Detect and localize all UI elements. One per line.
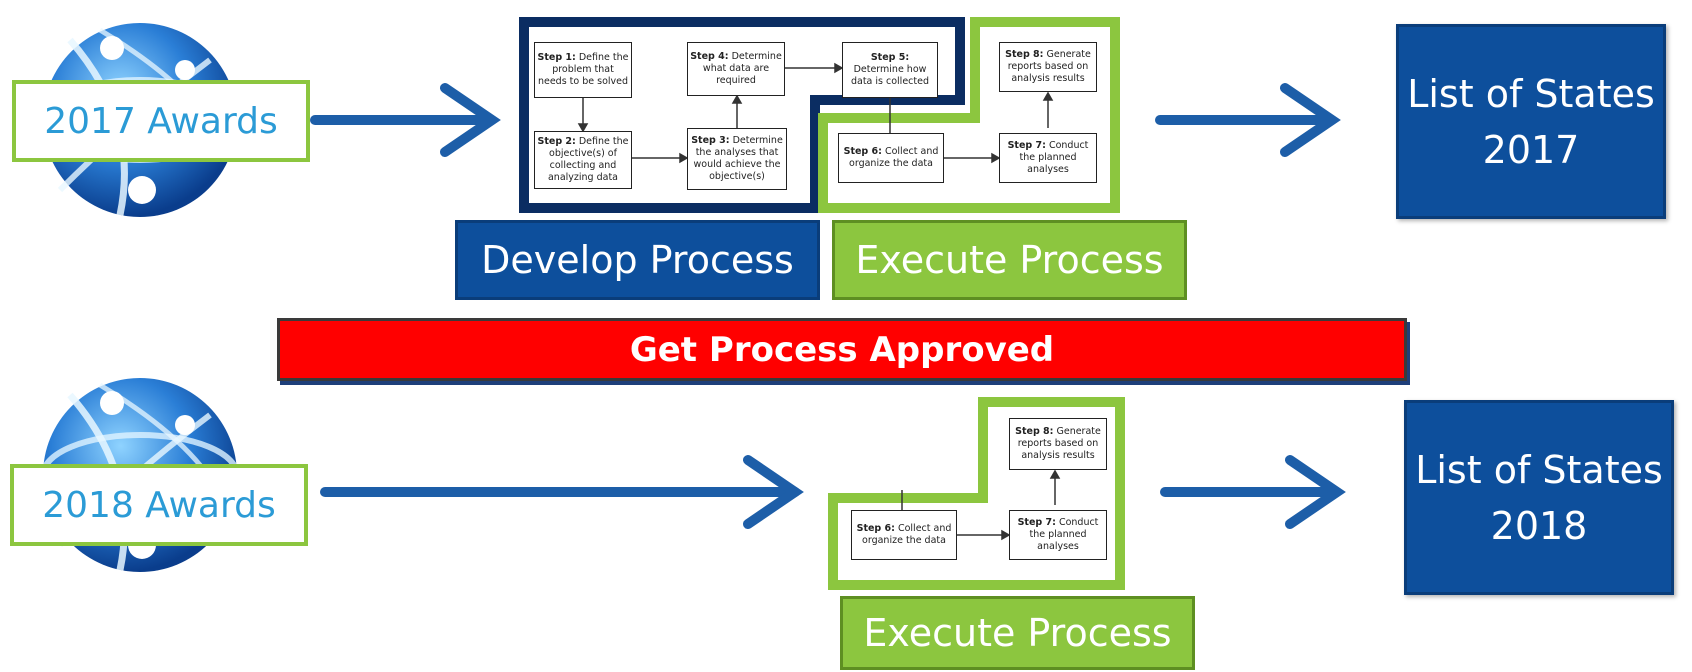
step-4-number: Step 4: bbox=[690, 51, 729, 62]
step-6-number: Step 6: bbox=[856, 523, 895, 534]
step-5-text: Determine how data is collected bbox=[850, 64, 929, 87]
states-2018-year: 2018 bbox=[1490, 503, 1588, 548]
execute-process-2018-text: Execute Process bbox=[863, 611, 1172, 655]
award-2018-label: 2018 Awards bbox=[42, 484, 276, 526]
flow-lines-2018 bbox=[901, 469, 1061, 541]
step-2-box: Step 2: Define the objective(s) of colle… bbox=[534, 131, 632, 189]
step-5-number: Step 5: bbox=[870, 52, 910, 63]
award-2017-label: 2017 Awards bbox=[44, 100, 278, 142]
execute-process-2017-text: Execute Process bbox=[855, 238, 1164, 282]
step-4-text: Determine what data are required bbox=[702, 51, 782, 86]
step-6-text: Collect and organize the data bbox=[862, 523, 952, 546]
arrow-right-icon bbox=[320, 455, 804, 529]
get-process-approved-banner: Get Process Approved bbox=[277, 318, 1407, 381]
step-4-box: Step 4: Determine what data are required bbox=[687, 42, 785, 96]
arrow-right-icon bbox=[1155, 83, 1341, 157]
get-process-approved-text: Get Process Approved bbox=[629, 329, 1055, 370]
step-7-text: Conduct the planned analyses bbox=[1029, 517, 1099, 552]
step-6-number: Step 6: bbox=[843, 146, 882, 157]
arrow-right-icon bbox=[1160, 455, 1346, 529]
step-3-box: Step 3: Determine the analyses that woul… bbox=[687, 128, 787, 190]
step-1-number: Step 1: bbox=[537, 52, 576, 63]
step-8-text: Generate reports based on analysis resul… bbox=[1017, 426, 1101, 461]
award-2017-box: 2017 Awards bbox=[12, 80, 310, 162]
step-6-text: Collect and organize the data bbox=[849, 146, 939, 169]
step-2-number: Step 2: bbox=[537, 136, 576, 147]
step-1-box: Step 1: Define the problem that needs to… bbox=[534, 42, 632, 98]
step-1-text: Define the problem that needs to be solv… bbox=[537, 52, 629, 87]
arrow-right-icon bbox=[310, 83, 501, 157]
award-2018-box: 2018 Awards bbox=[10, 464, 308, 546]
step-8-box: Step 8: Generate reports based on analys… bbox=[999, 42, 1097, 92]
states-2017-box: List of States 2017 bbox=[1396, 24, 1666, 219]
flow-lines-2017 bbox=[577, 62, 1054, 164]
states-2018-title: List of States bbox=[1415, 447, 1663, 492]
step-8-text: Generate reports based on analysis resul… bbox=[1007, 49, 1091, 84]
step-6-box: Step 6: Collect and organize the data bbox=[851, 510, 957, 560]
step-3-number: Step 3: bbox=[691, 135, 730, 146]
step-5-box: Step 5: Determine how data is collected bbox=[842, 42, 938, 98]
execute-process-2017-label: Execute Process bbox=[832, 220, 1187, 300]
step-7-text: Conduct the planned analyses bbox=[1019, 140, 1089, 175]
states-2018-box: List of States 2018 bbox=[1404, 400, 1674, 595]
step-7-box: Step 7: Conduct the planned analyses bbox=[1009, 510, 1107, 560]
step-8-box: Step 8: Generate reports based on analys… bbox=[1009, 418, 1107, 470]
step-8-number: Step 8: bbox=[1005, 49, 1044, 60]
step-3-text: Determine the analyses that would achiev… bbox=[693, 135, 783, 182]
develop-process-label: Develop Process bbox=[455, 220, 820, 300]
step-2-text: Define the objective(s) of collecting an… bbox=[547, 136, 629, 183]
states-2017-title: List of States bbox=[1407, 71, 1655, 116]
step-7-number: Step 7: bbox=[1017, 517, 1056, 528]
states-2017-year: 2017 bbox=[1482, 127, 1580, 172]
step-8-number: Step 8: bbox=[1015, 426, 1054, 437]
develop-process-text: Develop Process bbox=[481, 238, 794, 282]
step-7-box: Step 7: Conduct the planned analyses bbox=[999, 133, 1097, 183]
step-7-number: Step 7: bbox=[1007, 140, 1046, 151]
step-6-box: Step 6: Collect and organize the data bbox=[838, 133, 944, 183]
execute-process-2018-label: Execute Process bbox=[840, 596, 1195, 670]
